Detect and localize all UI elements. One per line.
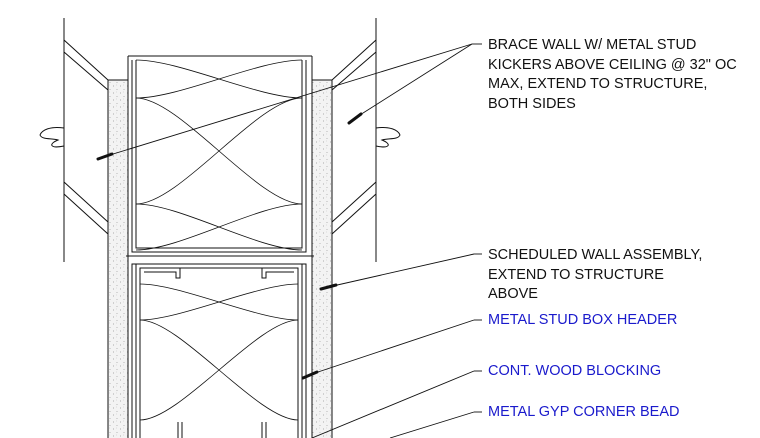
note-brace-wall: BRACE WALL W/ METAL STUD KICKERS ABOVE C…	[488, 37, 737, 112]
upper-insulation	[135, 59, 303, 251]
left-brace-kicker	[39, 18, 109, 262]
gypsum-board-right	[311, 79, 333, 438]
keynote-corner-bead: METAL GYP CORNER BEAD	[488, 404, 680, 420]
note-scheduled-wall: SCHEDULED WALL ASSEMBLY, EXTEND TO STRUC…	[488, 247, 703, 302]
gypsum-board-left	[107, 79, 129, 438]
upper-stud-wall	[126, 55, 314, 257]
lower-insulation	[139, 283, 299, 421]
leader-ticks	[96, 112, 363, 380]
keynote-wood-blocking: CONT. WOOD BLOCKING	[488, 363, 662, 379]
keynote-box-header: METAL STUD BOX HEADER	[488, 312, 678, 328]
box-header-studs	[131, 263, 307, 438]
leader-lines	[99, 43, 482, 438]
right-brace-kicker	[331, 18, 401, 262]
